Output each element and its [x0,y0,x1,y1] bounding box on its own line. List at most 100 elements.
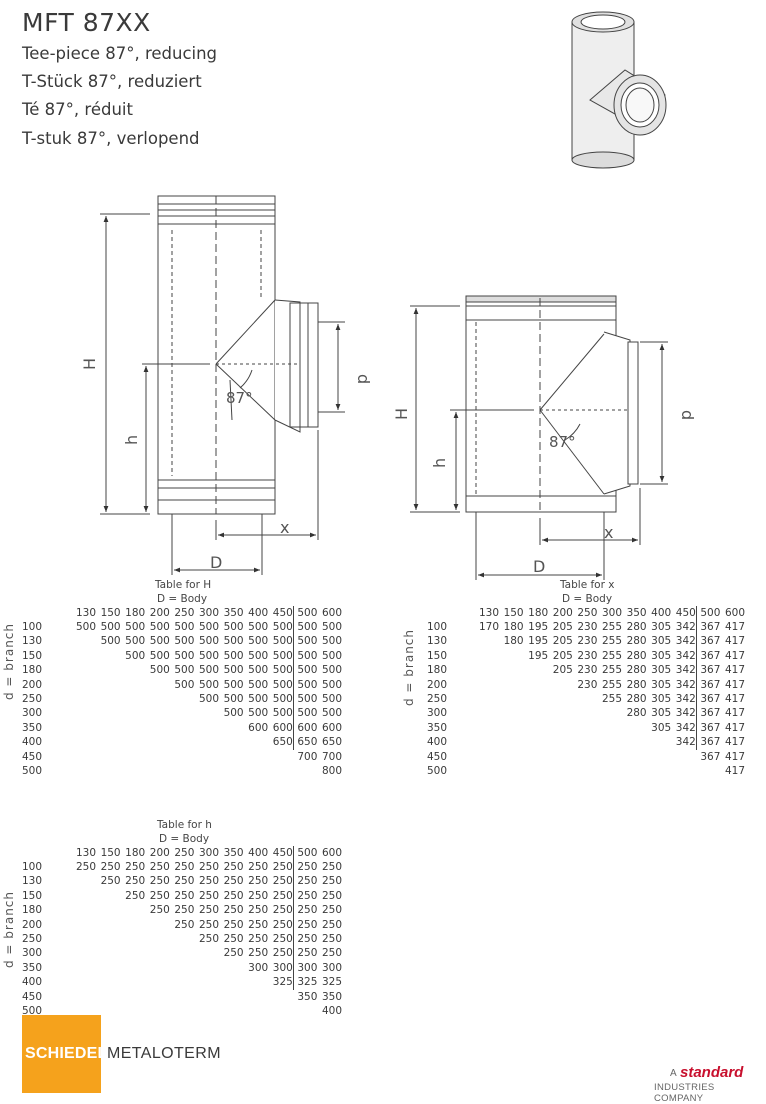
table-cell: 250 [198,933,220,945]
table-cell: 305 [651,635,672,648]
table-cell: 255 [601,678,623,691]
table-cell: 417 [724,664,746,677]
table-cell: 367 [700,678,721,691]
table-cell: 250 [321,933,343,945]
logo-metaloterm-text: METALOTERM [107,1045,221,1062]
table-column-header: 250 [174,847,195,859]
table-cell: 250 [174,861,195,873]
table-cell: 305 [651,693,672,705]
standard-subtitle: INDUSTRIES COMPANY [654,1082,715,1104]
table-cell: 305 [651,707,672,720]
table-row-label: 450 [22,750,43,763]
table-cell: 230 [577,649,598,662]
table-row-label: 300 [22,707,43,720]
table-cell: 280 [626,635,647,648]
table-cell: 500 [100,621,121,633]
table-cell: 367 [700,693,721,705]
table-row-label: 300 [427,707,448,720]
subtitle-nl: T-stuk 87°, verlopend [22,129,200,148]
table-cell: 500 [174,649,195,662]
table-cell: 255 [601,664,623,677]
table-cell: 500 [297,678,318,691]
table-cell: 280 [626,678,647,691]
table-cell: 280 [626,707,647,720]
table-cell: 230 [577,664,598,677]
standard-prefix: A [670,1068,677,1079]
table-cell: 250 [321,875,343,888]
table-side-label: d = branch [2,890,16,968]
table-cell: 305 [651,649,672,662]
table-cell: 500 [223,649,244,662]
table-cell: 500 [297,707,318,720]
table-cell: 700 [321,750,343,763]
table-cell: 350 [321,990,343,1003]
table-column-header: 400 [248,607,269,619]
table-caption-body: D = Body [157,593,208,605]
tee-3d-illustration [571,11,667,169]
table-cell: 325 [297,976,318,989]
table-column-header: 130 [75,847,97,859]
label-h-right: h [430,458,449,468]
table-cell: 342 [675,635,696,648]
table-cell: 500 [321,635,343,648]
table-cell: 500 [223,693,244,705]
table-row-label: 130 [22,635,43,648]
table-cell: 250 [174,889,195,902]
table-column-header: 600 [321,847,343,859]
table-cell: 250 [297,933,318,945]
table-cell: 500 [272,635,293,648]
table-side-label: d = branch [402,628,416,706]
table-cell: 250 [198,918,220,931]
table-cell: 250 [149,889,170,902]
table-cell: 417 [724,750,746,763]
table-cell: 342 [675,621,696,633]
table-row-label: 500 [22,765,43,777]
table-column-header: 500 [297,847,318,859]
table-cell: 350 [297,990,318,1003]
table-cell: 280 [626,693,647,705]
table-cell: 342 [675,678,696,691]
table-cell: 180 [503,635,524,648]
table-row-label: 150 [22,649,43,662]
table-cell: 500 [75,621,97,633]
table-cell: 300 [297,961,318,974]
table-row-label: 350 [22,721,43,734]
table-cell: 367 [700,750,721,763]
table-cell: 250 [125,861,146,873]
table-cell: 250 [248,904,269,917]
table-row-label: 250 [427,693,448,705]
technical-drawings: H h d x D 87° H h d x D 87° [80,11,697,580]
table-cell: 500 [198,649,220,662]
table-cell: 250 [198,861,220,873]
table-cell: 205 [552,664,573,677]
table-column-header: 300 [198,607,220,619]
table-column-header: 250 [577,607,598,619]
table-column-header: 200 [149,847,170,859]
table-cell: 250 [248,889,269,902]
table-row-label: 500 [427,765,448,777]
tee-drawing-left [100,195,345,575]
table-cell: 250 [297,889,318,902]
schiedel-logo-box [22,1015,101,1093]
table-column-header: 250 [174,607,195,619]
table-cell: 500 [223,621,244,633]
table-column-header: 500 [700,607,721,619]
table-column-header: 130 [478,607,500,619]
table-row-label: 150 [22,889,43,902]
table-cell: 255 [601,621,623,633]
table-cell: 250 [297,918,318,931]
table-cell: 500 [125,649,146,662]
table-cell: 250 [272,875,293,888]
table-row-label: 450 [427,750,448,763]
table-caption-body: D = Body [159,833,210,845]
table-cell: 500 [198,693,220,705]
table-cell: 250 [198,875,220,888]
table-row-label: 100 [22,861,43,873]
table-column-header: 300 [198,847,220,859]
table-column-header: 300 [601,607,623,619]
table-cell: 500 [297,621,318,633]
table-cell: 300 [248,961,269,974]
table-cell: 250 [321,918,343,931]
table-row-label: 100 [22,621,43,633]
